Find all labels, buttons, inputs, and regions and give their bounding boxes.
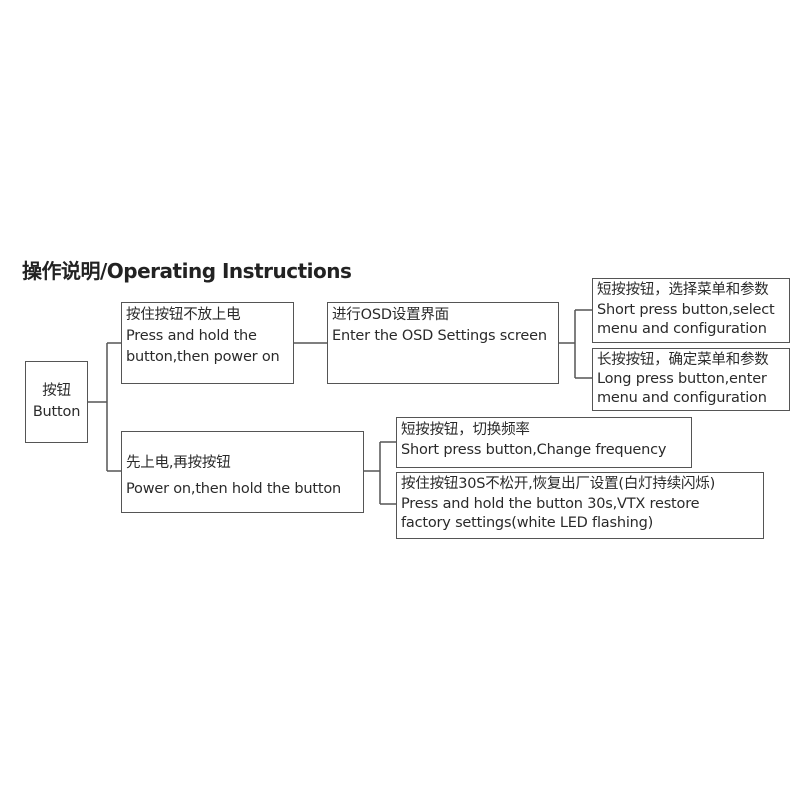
power-then-hold-en: Power on,then hold the button (126, 481, 342, 497)
short-press-select-zh: 短按按钮，选择菜单和参数 (597, 282, 769, 298)
power-then-hold-zh: 先上电,再按按钮 (126, 455, 231, 471)
root-zh: 按钮 (42, 383, 71, 399)
root-en: Button (32, 404, 81, 420)
osd-settings-zh: 进行OSD设置界面 (332, 307, 449, 323)
hold-then-power-box: 按住按钮不放上电 Press and hold the button,then … (121, 302, 294, 384)
osd-settings-en: Enter the OSD Settings screen (332, 328, 547, 344)
hold-then-power-en1: Press and hold the (126, 328, 257, 344)
page-title: 操作说明/Operating Instructions (22, 259, 352, 283)
connector-b-options (558, 309, 592, 379)
hold-then-power-en2: button,then power on (126, 349, 280, 365)
power-then-hold-box: 先上电,再按按钮 Power on,then hold the button (121, 431, 364, 513)
factory-reset-box: 按住按钮30S不松开,恢复出厂设置(白灯持续闪烁) Press and hold… (396, 472, 764, 539)
factory-reset-zh: 按住按钮30S不松开,恢复出厂设置(白灯持续闪烁) (401, 476, 716, 492)
short-press-frequency-zh: 短按按钮，切换频率 (401, 422, 530, 438)
factory-reset-en2: factory settings(white LED flashing) (401, 515, 654, 531)
short-press-select-en2: menu and configuration (597, 321, 767, 337)
long-press-enter-box: 长按按钮，确定菜单和参数 Long press button,enter men… (592, 348, 790, 411)
osd-settings-box: 进行OSD设置界面 Enter the OSD Settings screen (327, 302, 559, 384)
short-press-frequency-box: 短按按钮，切换频率 Short press button,Change freq… (396, 417, 692, 468)
long-press-enter-en1: Long press button,enter (597, 371, 767, 387)
short-press-select-box: 短按按钮，选择菜单和参数 Short press button,select m… (592, 278, 790, 343)
hold-then-power-zh: 按住按钮不放上电 (126, 307, 241, 323)
root-button-box: 按钮 Button (25, 361, 88, 443)
factory-reset-en1: Press and hold the button 30s,VTX restor… (401, 495, 700, 512)
short-press-select-en1: Short press button,select (597, 301, 775, 318)
long-press-enter-zh: 长按按钮，确定菜单和参数 (597, 352, 769, 368)
long-press-enter-en2: menu and configuration (597, 390, 767, 406)
short-press-frequency-en: Short press button,Change frequency (401, 442, 667, 458)
connector-d-options (363, 441, 396, 505)
connector-root (87, 342, 121, 472)
